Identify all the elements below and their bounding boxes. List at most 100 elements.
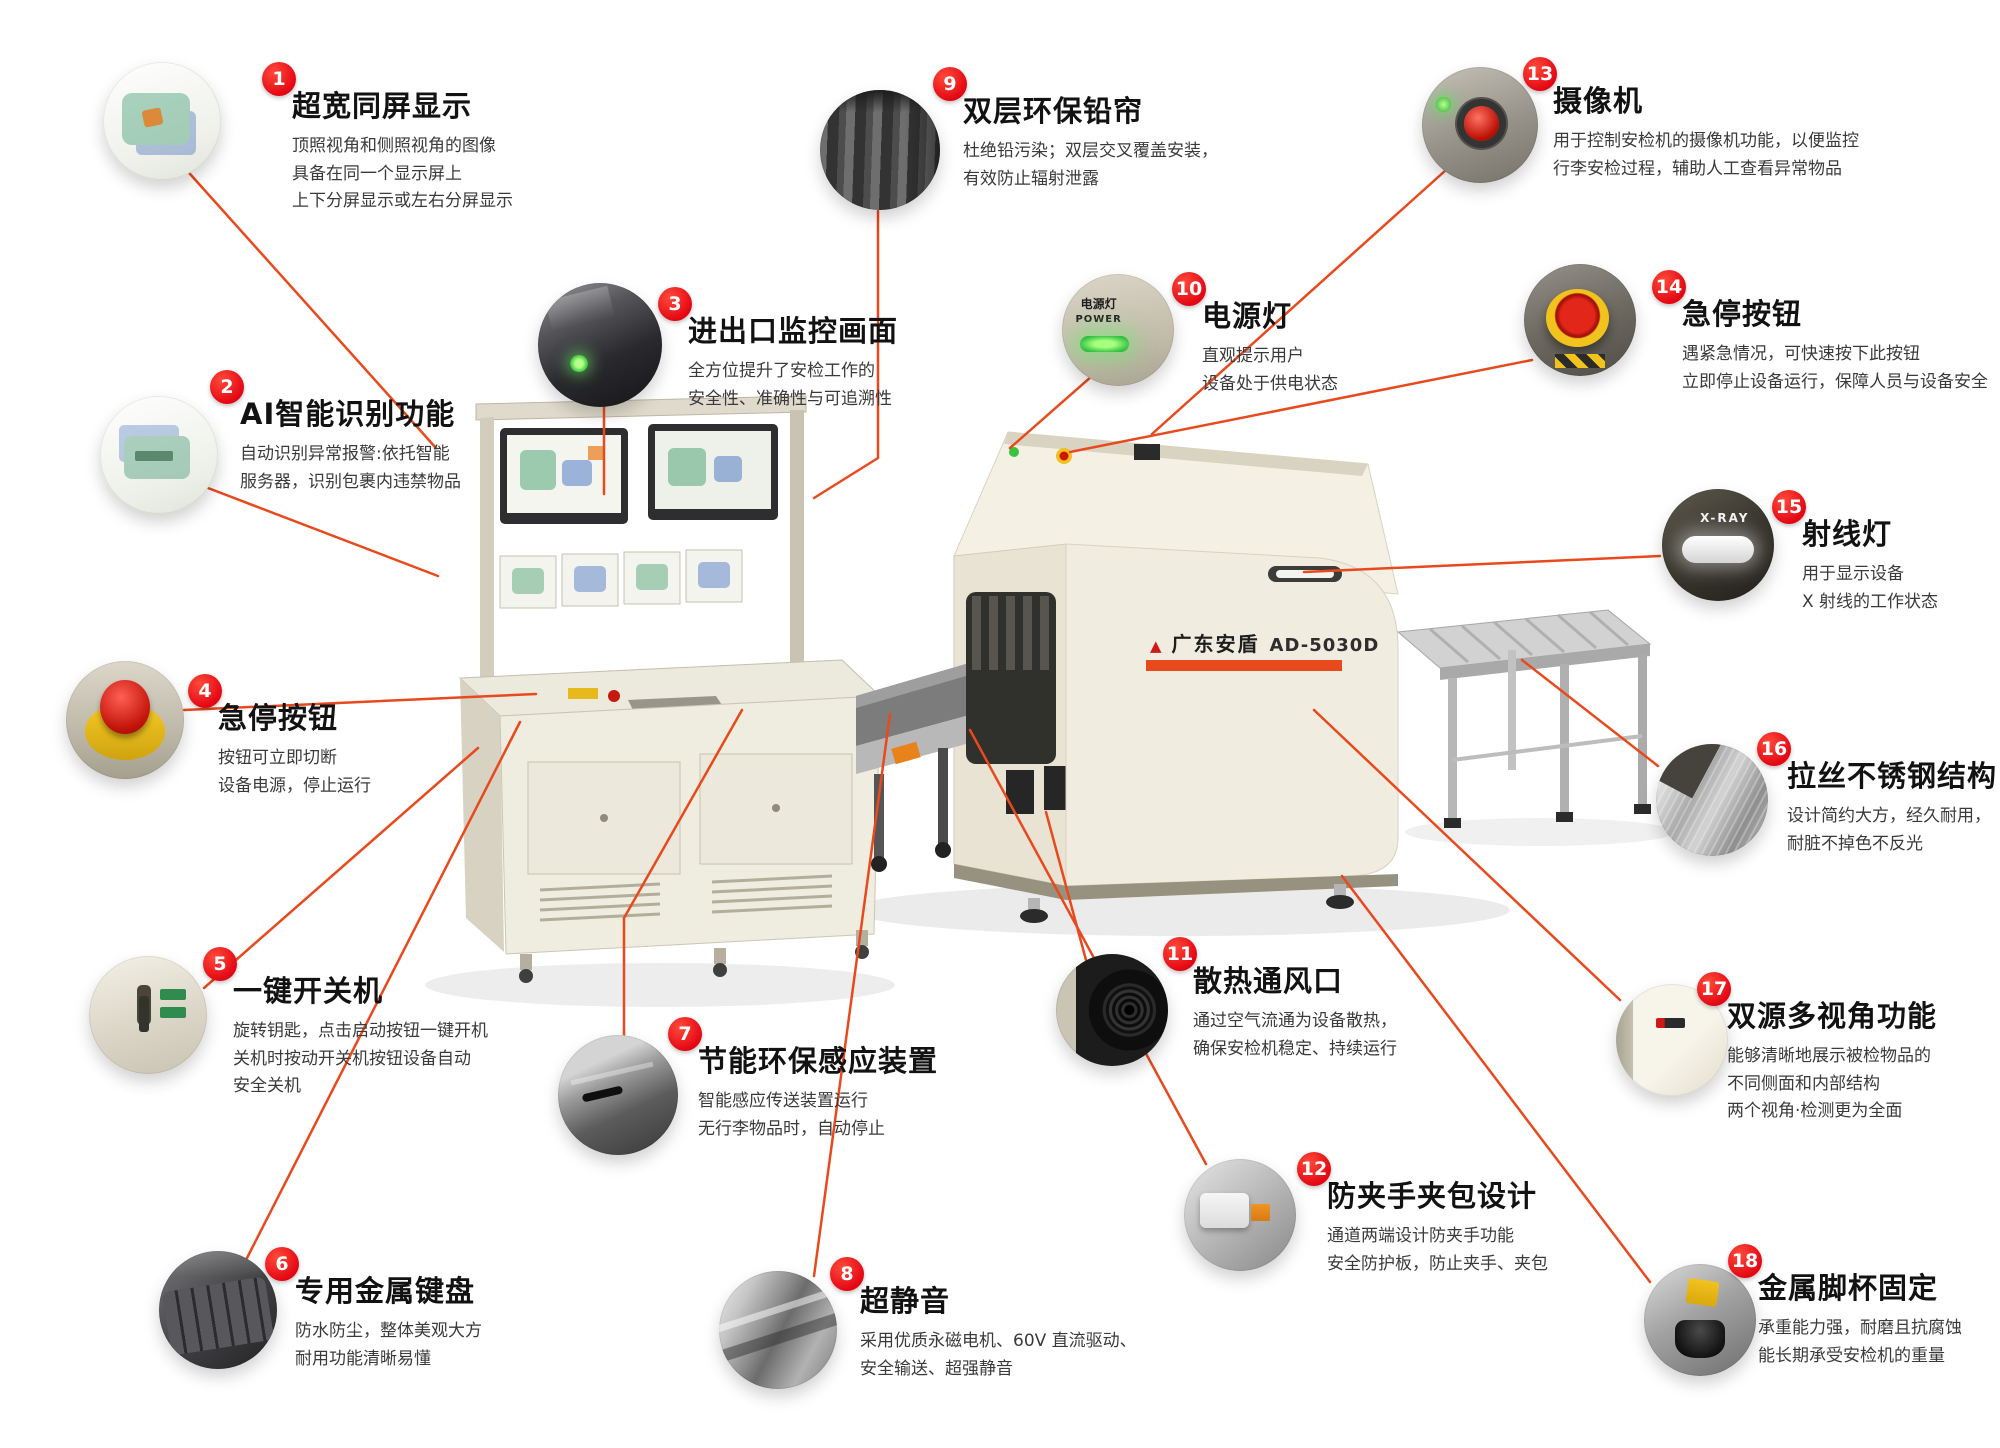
callout-14-text: 急停按钮 遇紧急情况，可快速按下此按钮 立即停止设备运行，保障人员与设备安全 bbox=[1682, 297, 1998, 396]
callout-10-desc: 直观提示用户 设备处于供电状态 bbox=[1202, 346, 1338, 394]
console-cabinet-side bbox=[460, 678, 504, 952]
scanner-tunnel bbox=[966, 592, 1056, 764]
callout-18-text: 金属脚杯固定 承重能力强，耐磨且抗腐蚀 能长期承受安检机的重量 bbox=[1758, 1271, 1998, 1370]
camera-unit bbox=[1134, 444, 1160, 460]
callout-14-title: 急停按钮 bbox=[1682, 297, 1803, 331]
callout-8-desc: 采用优质永磁电机、60V 直流驱动、 安全输送、超强静音 bbox=[860, 1331, 1137, 1379]
callout-16-photo bbox=[1656, 744, 1768, 856]
callout-8-photo bbox=[719, 1271, 837, 1389]
leader-line-15 bbox=[1302, 554, 1662, 574]
callout-6-title: 专用金属键盘 bbox=[295, 1274, 476, 1308]
callout-11-title: 散热通风口 bbox=[1193, 964, 1344, 998]
callout-16-title: 拉丝不锈钢结构 bbox=[1787, 759, 1998, 793]
callout-1-badge: 1 bbox=[262, 62, 296, 96]
leader-line-11 bbox=[1044, 810, 1088, 962]
console-vents bbox=[539, 874, 833, 922]
brand-stripe bbox=[1146, 660, 1342, 671]
callout-13-photo bbox=[1422, 67, 1538, 183]
callout-18-badge: 18 bbox=[1728, 1244, 1762, 1278]
console-split-screens bbox=[499, 549, 743, 609]
callout-1-title: 超宽同屏显示 bbox=[292, 89, 473, 123]
callout-10-title: 电源灯 bbox=[1202, 299, 1293, 333]
leader-line-13 bbox=[1150, 168, 1448, 436]
callout-7-photo bbox=[558, 1035, 678, 1155]
callout-9-badge: 9 bbox=[933, 67, 967, 101]
console-monitor-right bbox=[648, 424, 778, 520]
operator-console bbox=[458, 395, 882, 983]
scanner-feet bbox=[1020, 884, 1354, 923]
scanner-body bbox=[1065, 543, 1399, 887]
callout-5-desc: 旋转钥匙，点击启动按钮一键开机 关机时按动开关机按钮设备自动 安全关机 bbox=[233, 1021, 488, 1096]
xray-lamp-label: X-RAY bbox=[1700, 511, 1750, 526]
power-light-label: 电源灯 POWER bbox=[1075, 296, 1121, 326]
leader-line-18 bbox=[1340, 874, 1652, 1284]
callout-13-desc: 用于控制安检机的摄像机功能，以便监控 行李安检过程，辅助人工查看异常物品 bbox=[1553, 131, 1859, 179]
callout-17-title: 双源多视角功能 bbox=[1727, 999, 1938, 1033]
leader-line-7 bbox=[622, 708, 744, 1038]
callout-7-desc: 智能感应传送装置运行 无行李物品时，自动停止 bbox=[698, 1091, 885, 1139]
callout-10-badge: 10 bbox=[1172, 272, 1206, 306]
lead-curtain bbox=[972, 596, 1049, 670]
roller-table bbox=[1396, 609, 1652, 828]
callout-9-desc: 杜绝铅污染；双层交叉覆盖安装， 有效防止辐射泄露 bbox=[963, 141, 1218, 189]
callout-5-badge: 5 bbox=[203, 947, 237, 981]
callout-14-badge: 14 bbox=[1652, 270, 1686, 304]
leader-line-4 bbox=[182, 692, 538, 712]
callout-12-title: 防夹手夹包设计 bbox=[1327, 1179, 1538, 1213]
callout-13-title: 摄像机 bbox=[1553, 84, 1644, 118]
callout-3-desc: 全方位提升了安检工作的 安全性、准确性与可追溯性 bbox=[688, 361, 892, 409]
callout-3-text: 进出口监控画面 全方位提升了安检工作的 安全性、准确性与可追溯性 bbox=[688, 314, 1008, 413]
callout-16-text: 拉丝不锈钢结构 设计简约大方，经久耐用， 耐脏不掉色不反光 bbox=[1787, 759, 1998, 858]
callout-18-title: 金属脚杯固定 bbox=[1758, 1271, 1939, 1305]
callout-1-desc: 顶照视角和侧照视角的图像 具备在同一个显示屏上 上下分屏显示或左右分屏显示 bbox=[292, 136, 513, 211]
callout-6-text: 专用金属键盘 防水防尘，整体美观大方 耐用功能清晰易懂 bbox=[295, 1274, 595, 1373]
callout-4-photo bbox=[66, 661, 184, 779]
xray-lamp-graphic bbox=[1682, 536, 1754, 563]
callout-3-title: 进出口监控画面 bbox=[688, 314, 899, 348]
callout-4-title: 急停按钮 bbox=[218, 701, 339, 735]
leader-line-10 bbox=[1008, 374, 1094, 450]
callout-5-photo bbox=[89, 956, 207, 1074]
callout-14-photo bbox=[1524, 264, 1636, 376]
callout-11-photo bbox=[1056, 954, 1168, 1066]
callout-17-text: 双源多视角功能 能够清晰地展示被检物品的 不同侧面和内部结构 两个视角·检测更为… bbox=[1727, 999, 1997, 1125]
leader-line-16 bbox=[1520, 658, 1660, 768]
callout-17-photo bbox=[1616, 984, 1728, 1096]
callout-3-badge: 3 bbox=[658, 287, 692, 321]
callout-17-badge: 17 bbox=[1697, 972, 1731, 1006]
callout-13-badge: 13 bbox=[1523, 57, 1557, 91]
callout-12-text: 防夹手夹包设计 通道两端设计防夹手功能 安全防护板，防止夹手、夹包 bbox=[1327, 1179, 1647, 1278]
callout-5-text: 一键开关机 旋转钥匙，点击启动按钮一键开机 关机时按动开关机按钮设备自动 安全关… bbox=[233, 974, 573, 1100]
callout-15-photo: X-RAY bbox=[1662, 489, 1774, 601]
callout-6-desc: 防水防尘，整体美观大方 耐用功能清晰易懂 bbox=[295, 1321, 482, 1369]
console-doors bbox=[527, 753, 853, 875]
callout-2-photo bbox=[100, 396, 218, 514]
leader-line-12 bbox=[968, 728, 1208, 1166]
callout-10-photo: 电源灯 POWER bbox=[1062, 274, 1174, 386]
leader-line-5 bbox=[202, 746, 480, 990]
brand-logo-icon: ▲ bbox=[1150, 637, 1162, 655]
callout-4-desc: 按钮可立即切断 设备电源，停止运行 bbox=[218, 748, 371, 796]
power-light-label-en: POWER bbox=[1075, 313, 1122, 325]
callout-18-photo bbox=[1644, 1264, 1756, 1376]
callout-1-text: 超宽同屏显示 顶照视角和侧照视角的图像 具备在同一个显示屏上 上下分屏显示或左右… bbox=[292, 89, 642, 215]
callout-13-text: 摄像机 用于控制安检机的摄像机功能，以便监控 行李安检过程，辅助人工查看异常物品 bbox=[1553, 84, 1963, 183]
callout-16-desc: 设计简约大方，经久耐用， 耐脏不掉色不反光 bbox=[1787, 806, 1991, 854]
power-light-label-cn: 电源灯 bbox=[1080, 297, 1117, 312]
callout-18-desc: 承重能力强，耐磨且抗腐蚀 能长期承受安检机的重量 bbox=[1758, 1318, 1962, 1366]
machine-model: AD-5030D bbox=[1269, 635, 1380, 656]
callout-7-title: 节能环保感应装置 bbox=[698, 1044, 939, 1078]
callout-11-text: 散热通风口 通过空气流通为设备散热， 确保安检机稳定、持续运行 bbox=[1193, 964, 1493, 1063]
leader-line-14 bbox=[1068, 358, 1534, 454]
power-light-glow bbox=[1079, 335, 1130, 353]
callout-4-text: 急停按钮 按钮可立即切断 设备电源，停止运行 bbox=[218, 701, 518, 800]
callout-15-text: 射线灯 用于显示设备 X 射线的工作状态 bbox=[1802, 517, 1992, 616]
callout-2-desc: 自动识别异常报警:依托智能 服务器，识别包裹内违禁物品 bbox=[240, 444, 461, 492]
callout-2-title: AI智能识别功能 bbox=[240, 397, 456, 431]
leader-line-8 bbox=[812, 712, 892, 1278]
callout-8-title: 超静音 bbox=[860, 1284, 951, 1318]
callout-9-photo bbox=[820, 90, 940, 210]
leader-line-1 bbox=[180, 163, 438, 450]
callout-15-badge: 15 bbox=[1772, 490, 1806, 524]
